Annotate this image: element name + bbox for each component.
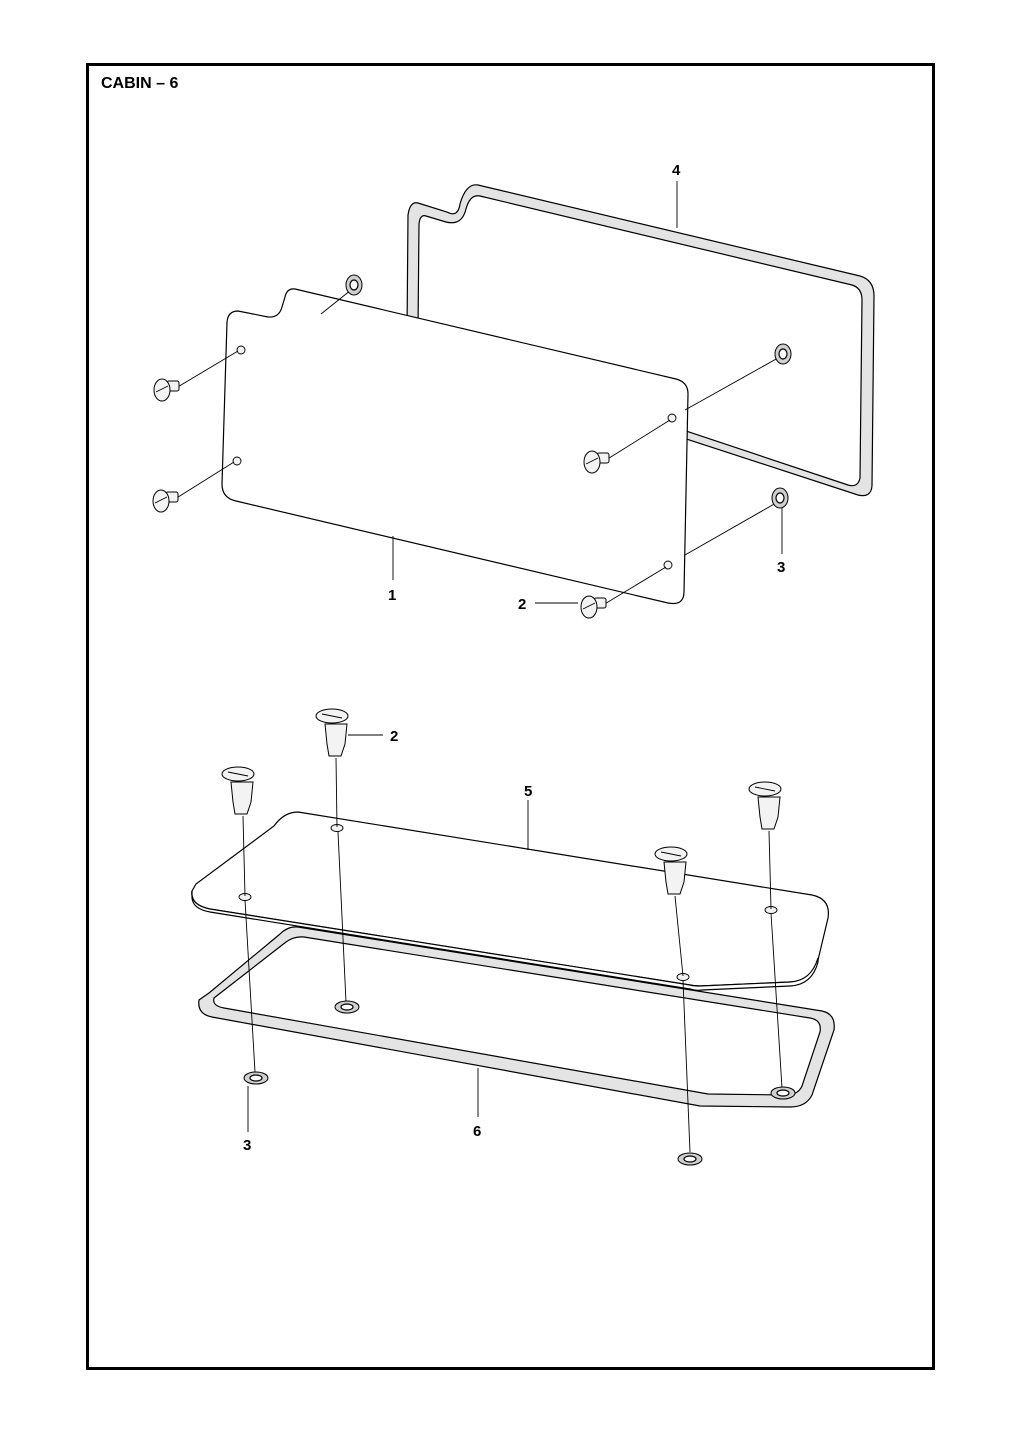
washer-upper-right-top [774,343,792,365]
screw-upper-right-bottom [580,595,607,619]
washer-lower-3 [770,1086,796,1100]
page-title: CABIN – 6 [101,75,179,92]
callout-2-upper: 2 [518,596,526,613]
screw-lower-2 [221,766,255,815]
drawing-frame [86,63,935,1370]
screw-upper-left-bottom [152,489,179,513]
callout-3-upper: 3 [777,559,785,576]
callout-1: 1 [388,587,396,604]
screw-lower-3 [748,781,782,830]
callout-2-lower: 2 [390,728,398,745]
screw-lower-4 [654,846,688,895]
screw-lower-1 [315,708,349,757]
washer-lower-1 [334,1000,360,1014]
callout-3-lower: 3 [243,1137,251,1154]
callout-4: 4 [672,162,681,179]
washer-upper-left [345,274,363,296]
callout-6: 6 [473,1123,481,1140]
washer-lower-2 [243,1071,269,1085]
screw-upper-left-top [153,378,180,402]
plate-part-5 [191,811,830,991]
washer-lower-4 [677,1152,703,1166]
callout-5: 5 [524,783,532,800]
panel-part-1 [221,288,689,605]
washer-upper-right-bottom [771,487,789,509]
screw-upper-right-top [583,450,610,474]
gasket-frame-part-6 [198,926,835,1108]
